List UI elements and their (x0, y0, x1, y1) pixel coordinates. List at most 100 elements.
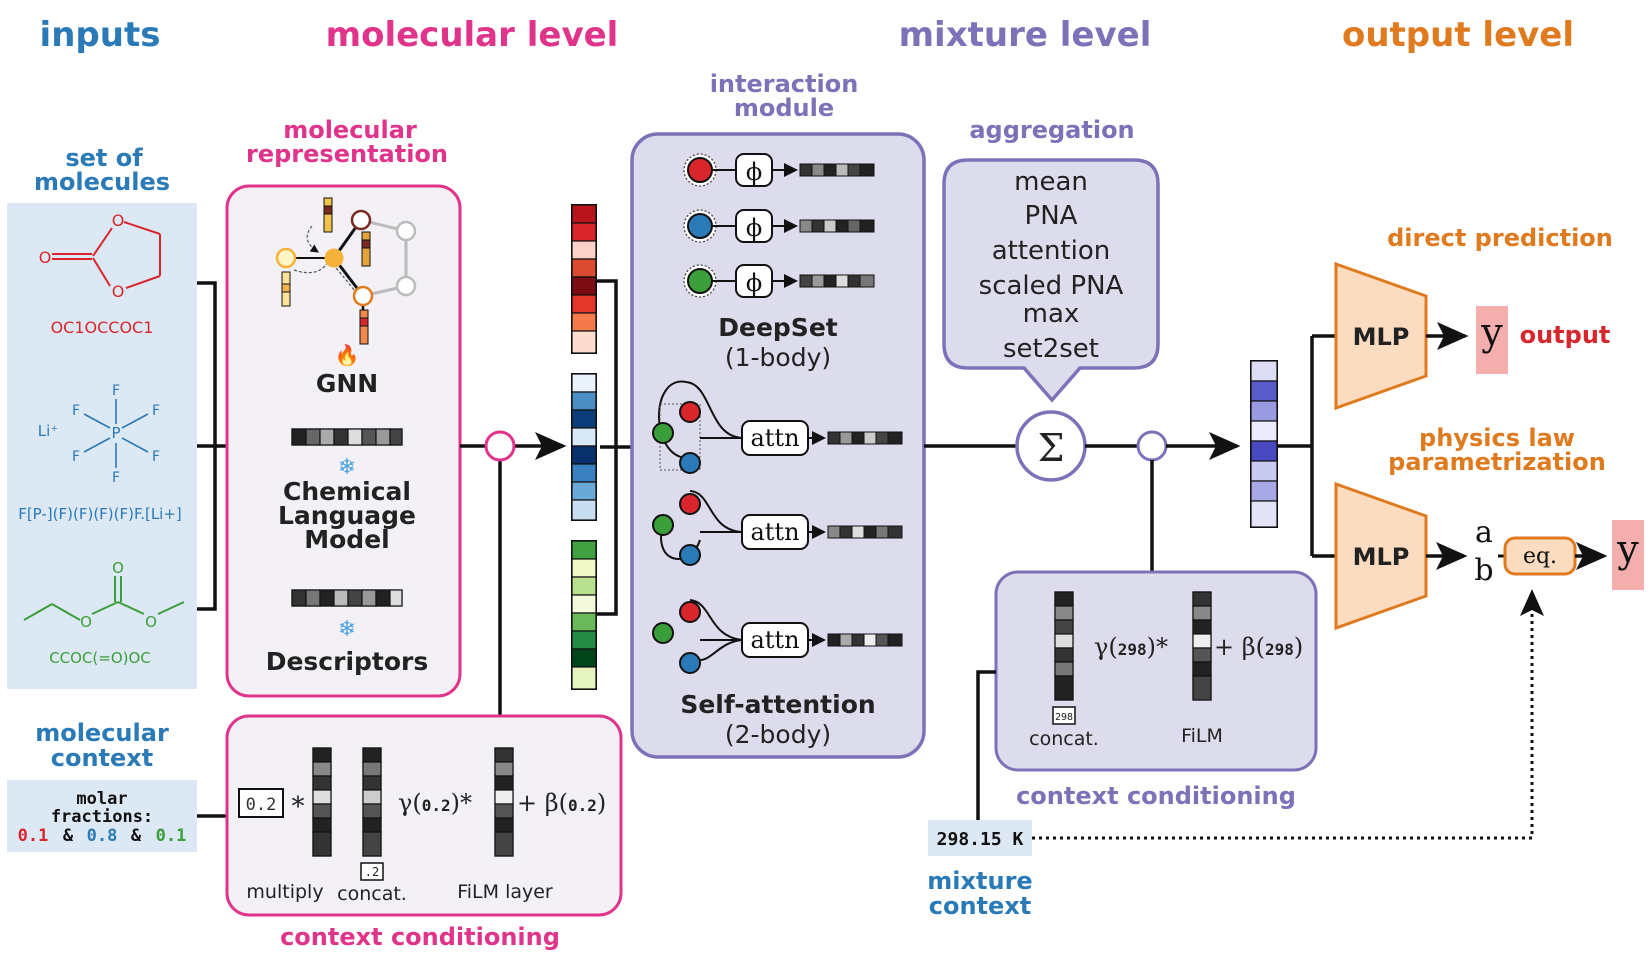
smiles-1: OC1OCCOC1 (51, 318, 154, 337)
header-inputs: inputs (40, 15, 161, 55)
o-atom: O (145, 613, 157, 631)
temperature-value: 298.15 K (937, 829, 1024, 850)
mlp-top (1334, 261, 1428, 411)
interaction-title-1: interaction (710, 70, 859, 98)
descriptors-label: Descriptors (266, 647, 429, 676)
direct-prediction-label: direct prediction (1387, 224, 1613, 252)
mix-concat-small-box (1052, 706, 1076, 725)
snowflake-icon: ❄ (338, 455, 356, 480)
output-label: output (1520, 321, 1611, 349)
rep-title-2: representation (246, 140, 448, 168)
smiles-2: F[P-](F)(F)(F)(F)F.[Li+] (18, 505, 182, 523)
physics-label-1: physics law (1419, 424, 1575, 452)
interaction-title-2: module (734, 94, 834, 122)
molecule-ethylene-carbonate (52, 221, 161, 289)
temperature-connector (976, 670, 996, 820)
film-beta: + β(0.2) (517, 789, 606, 817)
mix-film-gamma: γ(298)* (1094, 633, 1168, 661)
mixture-context-label-1: mixture (927, 867, 1032, 895)
attn-label: attn (750, 626, 799, 654)
molecules-bracket (197, 281, 227, 611)
molar-fractions-label-2: fractions: (51, 807, 153, 827)
temperature-box (928, 820, 1032, 856)
fraction-blue: 0.8 (87, 826, 118, 846)
embedding-red (571, 204, 597, 354)
header-mixture-level: mixture level (899, 15, 1152, 55)
multiply-vector (312, 747, 332, 857)
li-ion: Li⁺ (38, 422, 58, 440)
embedding-blue (571, 373, 597, 521)
aggregation-title: aggregation (969, 116, 1134, 144)
film-gamma: γ(0.2)* (398, 789, 472, 817)
o-atom: O (112, 282, 125, 301)
aggregation-item: PNA (1025, 201, 1078, 231)
mix-concat-small-value: 298 (1055, 712, 1073, 723)
o-atom: O (39, 248, 52, 267)
clm-embedding (291, 428, 403, 446)
clm-label-3: Model (304, 525, 389, 554)
y-physics-box (1612, 520, 1644, 590)
selfattn-label: Self-attention (680, 690, 875, 719)
fraction-red: 0.1 (18, 826, 49, 846)
param-a: a (1475, 515, 1493, 550)
mix-context-caption: context conditioning (1016, 782, 1296, 810)
mix-context-junction (1136, 430, 1168, 462)
gnn-graph (275, 197, 417, 345)
amp-1: & (63, 826, 74, 846)
sigma-symbol: Σ (1038, 426, 1065, 470)
o-atom: O (112, 559, 124, 577)
molecule-lipf6 (83, 399, 149, 468)
concat-label: concat. (337, 883, 407, 905)
mix-film-beta: + β(298) (1214, 633, 1303, 661)
aggregation-item: attention (992, 236, 1111, 266)
molecular-context-label-2: context (51, 744, 154, 772)
param-b: b (1474, 553, 1493, 588)
molecular-context-panel (7, 780, 197, 852)
attn-label: attn (750, 424, 799, 452)
descriptors-embedding (291, 589, 403, 607)
aggregation-bubble (942, 158, 1160, 403)
f-atom: F (72, 403, 80, 419)
concat-small-value: .2 (365, 865, 379, 879)
gnn-label: GNN (316, 369, 378, 398)
multiply-label: multiply (246, 881, 323, 903)
mix-concat-label: concat. (1029, 728, 1099, 750)
snowflake-icon: ❄ (338, 617, 356, 642)
multiply-sign: * (292, 792, 305, 822)
aggregation-item: mean (1014, 167, 1088, 197)
attn-row-3 (652, 599, 903, 674)
mix-film-label: FiLM (1181, 725, 1223, 747)
concat-vector (362, 747, 382, 857)
molecules-panel (7, 203, 197, 689)
f-atom: F (112, 383, 120, 399)
f-atom: F (112, 470, 120, 486)
mlp-bottom (1334, 481, 1428, 631)
attn-row-1 (652, 380, 903, 474)
molecule-ethyl-methyl-carbonate (23, 576, 185, 621)
y-physics: y (1616, 527, 1639, 571)
o-atom: O (112, 211, 125, 230)
f-atom: F (152, 449, 160, 465)
fire-icon: 🔥 (335, 343, 360, 367)
phi-symbol: ϕ (746, 158, 762, 186)
physics-label-2: parametrization (1388, 448, 1606, 476)
phi-symbol: ϕ (746, 269, 762, 297)
mixture-context-label-2: context (929, 892, 1032, 920)
embedding-green (571, 540, 597, 690)
film-layer-label: FiLM layer (457, 881, 553, 903)
header-output-level: output level (1342, 15, 1574, 55)
mlp-top-label: MLP (1353, 323, 1410, 351)
header-molecular-level: molecular level (326, 15, 619, 55)
p-atom: P (111, 424, 120, 442)
set-of-molecules-label-1: set of (65, 144, 143, 172)
phi-symbol: ϕ (746, 214, 762, 242)
concat-small-box (360, 862, 384, 881)
fraction-green: 0.1 (156, 826, 187, 846)
o-atom: O (80, 613, 92, 631)
deepset-label: DeepSet (718, 313, 838, 342)
set-of-molecules-label-2: molecules (34, 168, 170, 196)
equation-label: eq. (1523, 544, 1557, 569)
f-atom: F (152, 403, 160, 419)
mix-film-vector (1192, 591, 1212, 701)
aggregation-item: scaled PNA (979, 271, 1124, 301)
